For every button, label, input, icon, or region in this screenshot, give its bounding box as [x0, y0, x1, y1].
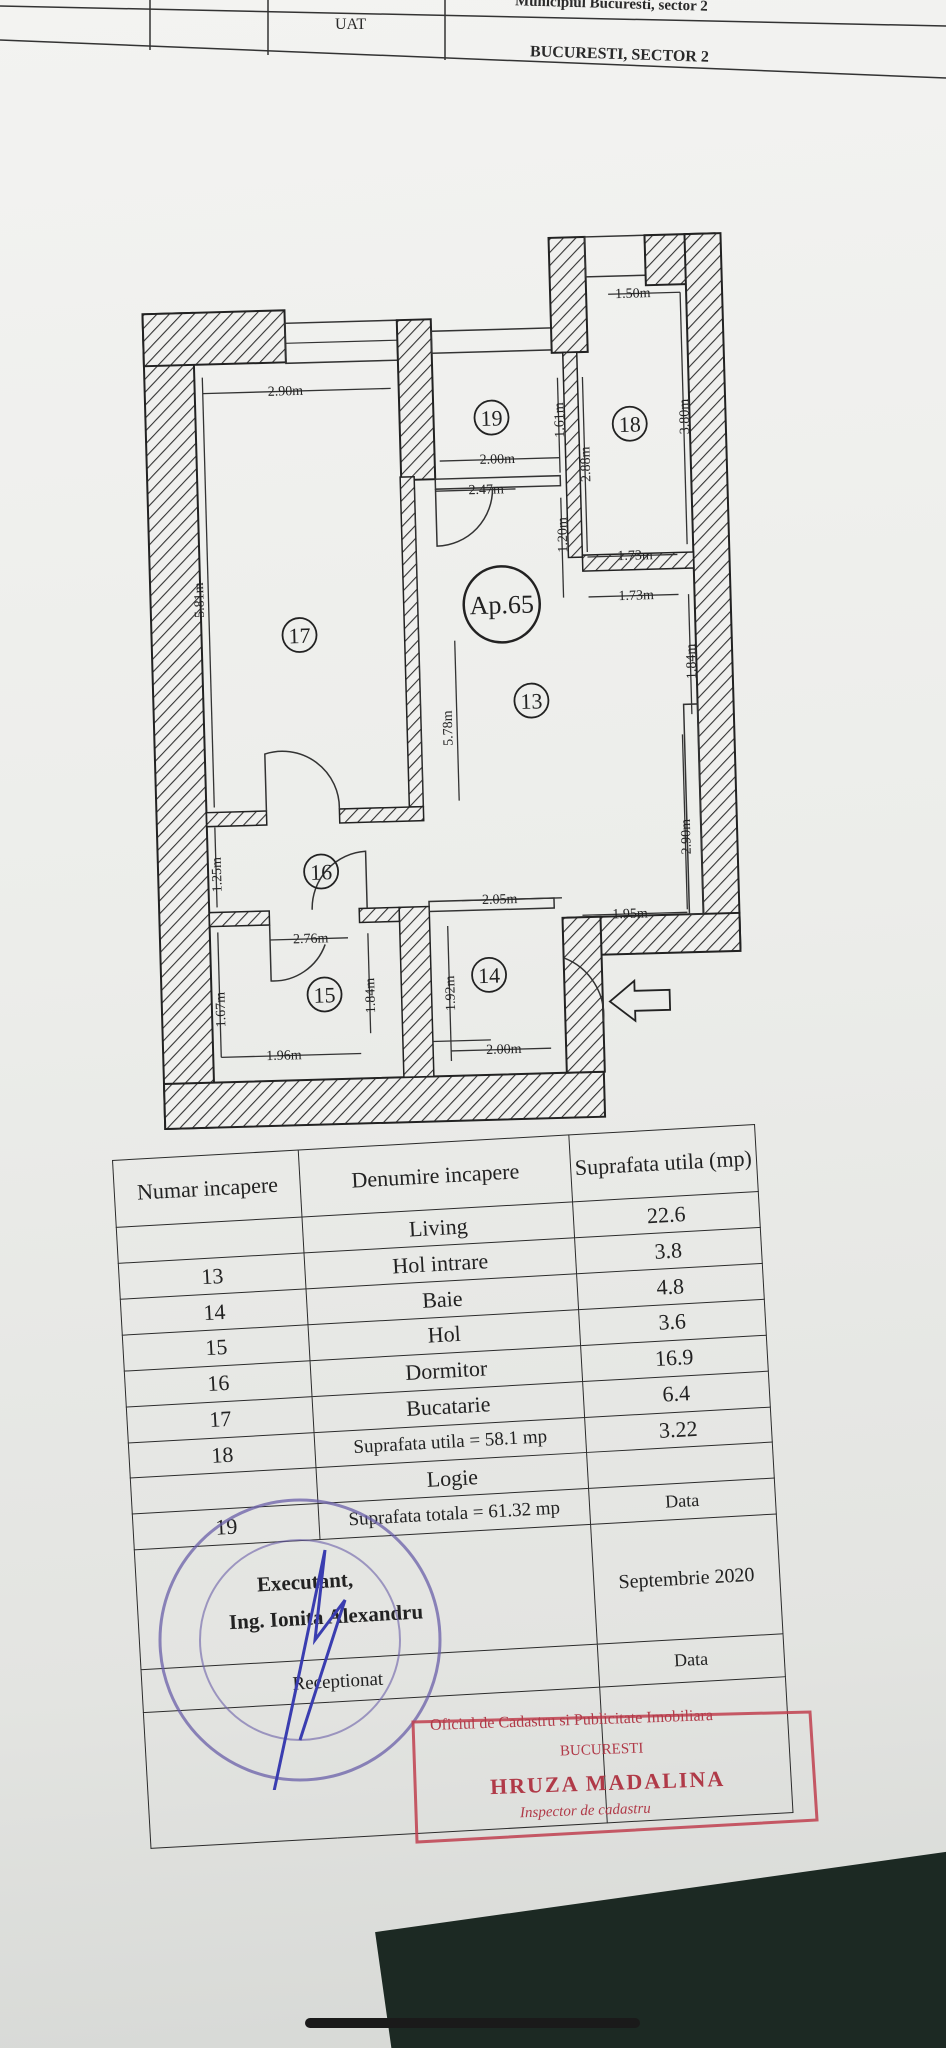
stamp-city: BUCURESTI — [559, 1740, 644, 1760]
wall-bottom-right — [561, 915, 606, 1074]
dim-label: 2.76m — [293, 931, 329, 947]
blue-stamp — [158, 1498, 442, 1790]
dim-label: 1.73m — [617, 548, 653, 564]
wall-17-13 — [399, 476, 425, 808]
dim-label: 1.84m — [684, 643, 700, 679]
floor-plan: 19 18 17 13 16 15 14 Ap.65 2.90m 5.81m 1… — [141, 232, 742, 1131]
header-suprafata: Suprafata utila (mp) — [568, 1124, 759, 1203]
dim-label: 2.88m — [578, 446, 594, 482]
dim-label: 1.95m — [612, 906, 648, 922]
room-19-label: 19 — [480, 405, 503, 431]
header-table: Municipiul Bucuresti, sector 2 UAT BUCUR… — [0, 0, 946, 80]
dim-label: 1.61m — [552, 402, 568, 438]
dim-label: 1.25m — [210, 857, 226, 893]
dim-label: 1.67m — [213, 992, 229, 1028]
dim-label: 2.90m — [268, 384, 304, 400]
wall-19-bottom — [434, 474, 562, 490]
dim-label: 1.92m — [443, 975, 459, 1011]
wall-mid-top — [395, 318, 437, 482]
dim-label: 1.84m — [363, 977, 379, 1013]
door-arc-15 — [268, 924, 326, 982]
home-indicator[interactable] — [305, 2018, 640, 2028]
wall-17-16b — [338, 805, 425, 824]
wall-15-vert — [398, 905, 435, 1079]
room-14-label: 14 — [478, 963, 501, 989]
wall-top-right-left — [547, 235, 589, 354]
window-right — [682, 703, 705, 916]
dim-label: 2.90m — [679, 819, 695, 855]
wall-18-vert — [561, 351, 584, 559]
window-top-right — [583, 234, 647, 278]
window-top-mid — [430, 326, 558, 355]
dim-label: 1.73m — [618, 588, 654, 604]
wall-17-16 — [205, 810, 268, 828]
uat-label: UAT — [335, 16, 367, 33]
header-numar: Numar incapere — [112, 1150, 303, 1228]
door-arc-14 — [432, 1039, 491, 1043]
dim-label: 2.47m — [468, 482, 504, 498]
dim-label: 5.78m — [441, 710, 457, 746]
room-13-label: 13 — [520, 688, 543, 714]
red-stamp — [411, 1710, 819, 1844]
dim-label: 1.96m — [266, 1048, 302, 1064]
dim-label: 2.05m — [482, 892, 518, 908]
date-value: Septembrie 2020 — [590, 1514, 783, 1644]
door-arc-entry — [563, 957, 605, 1022]
wall-15-14 — [358, 906, 401, 924]
door-arc-16 — [311, 850, 368, 910]
door-arc-19 — [434, 487, 494, 547]
door-arc-17 — [264, 750, 341, 812]
room-15-label: 15 — [313, 982, 336, 1008]
wall-bottom — [162, 1070, 607, 1131]
dim-label: 3.80m — [677, 398, 693, 434]
room-16-label: 16 — [310, 859, 333, 885]
room-17-label: 17 — [288, 623, 311, 649]
dim-label: 2.00m — [486, 1042, 522, 1058]
wall-16-15 — [208, 910, 271, 928]
wall-top-left — [141, 309, 287, 368]
apartment-label: Ap.65 — [469, 589, 534, 620]
dim-label: 2.00m — [479, 452, 515, 468]
signature-icon — [272, 1549, 347, 1790]
dim-label: 1.50m — [615, 286, 651, 302]
dim-label: 1.20m — [555, 517, 571, 553]
dim-label: 5.81m — [192, 582, 208, 618]
entry-arrow-icon — [608, 978, 672, 1023]
room-18-label: 18 — [618, 411, 641, 437]
